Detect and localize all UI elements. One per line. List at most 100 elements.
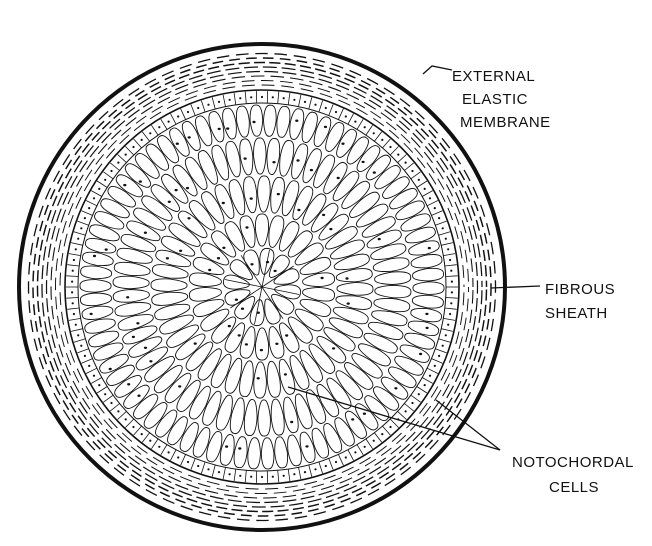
cell-wall xyxy=(309,97,312,109)
notochordal-cell xyxy=(288,435,302,466)
notochordal-cell xyxy=(373,387,398,411)
notochordal-cell xyxy=(375,166,401,189)
cell-nucleus xyxy=(93,255,96,257)
notochordal-cell xyxy=(155,304,190,320)
notochordal-cell xyxy=(160,315,194,334)
cell-nucleus xyxy=(109,368,112,370)
cell-nucleus xyxy=(397,154,399,156)
cell-nucleus xyxy=(207,104,209,106)
cell-wall xyxy=(67,265,79,266)
notochordal-cell xyxy=(303,273,335,287)
cell-nucleus xyxy=(428,247,431,249)
cell-wall xyxy=(441,243,453,246)
cell-nucleus xyxy=(351,418,354,420)
cell-wall xyxy=(417,181,427,188)
notochordal-cell xyxy=(189,273,221,287)
cell-wall xyxy=(348,114,354,125)
notochordal-cell xyxy=(329,318,362,338)
notochordal-cell xyxy=(223,108,237,139)
cell-nucleus xyxy=(450,270,452,272)
cell-wall xyxy=(446,298,458,299)
cell-wall xyxy=(66,276,78,277)
cell-nucleus xyxy=(345,456,347,458)
cell-wall xyxy=(390,419,398,428)
notochordal-cell xyxy=(337,129,357,157)
cell-wall xyxy=(398,411,407,419)
cell-nucleus xyxy=(290,421,293,423)
notochordal-cell xyxy=(193,300,224,317)
notochordal-cell xyxy=(365,396,389,421)
cell-nucleus xyxy=(329,228,332,230)
notochordal-cell xyxy=(279,221,299,251)
cell-nucleus xyxy=(438,217,440,219)
cell-nucleus xyxy=(244,157,247,159)
cell-nucleus xyxy=(229,99,231,101)
cell-wall xyxy=(212,465,215,477)
cell-nucleus xyxy=(296,159,299,161)
notochordal-cell xyxy=(234,437,247,468)
cell-wall xyxy=(435,349,446,353)
notochordal-cell xyxy=(156,410,177,437)
cell-nucleus xyxy=(378,238,381,240)
central-cell-wall xyxy=(255,287,263,324)
cell-nucleus xyxy=(125,154,127,156)
cell-wall xyxy=(77,349,88,353)
notochordal-cell xyxy=(198,151,217,185)
cell-wall xyxy=(110,163,119,171)
cell-nucleus xyxy=(125,418,127,420)
cell-wall xyxy=(299,467,301,479)
notochordal-cell xyxy=(372,311,407,326)
cell-wall xyxy=(71,243,83,246)
notochordal-cell xyxy=(330,240,364,259)
leader-line-notochordal-cells-2 xyxy=(436,400,500,450)
cell-nucleus xyxy=(321,277,324,279)
cell-wall xyxy=(161,119,167,129)
cell-wall xyxy=(383,139,391,148)
cell-wall xyxy=(374,132,381,142)
central-cell-wall xyxy=(225,280,262,288)
cell-wall xyxy=(366,125,373,135)
cell-wall xyxy=(86,201,97,206)
notochordal-cell xyxy=(303,287,335,301)
central-cell-wall xyxy=(262,250,270,287)
notochordal-cell xyxy=(220,434,234,465)
cell-wall xyxy=(74,232,86,235)
cell-wall xyxy=(82,211,93,216)
notochordal-cell xyxy=(116,175,143,197)
cell-wall xyxy=(417,387,427,394)
notochordal-cell xyxy=(288,231,312,257)
cell-nucleus xyxy=(345,277,348,279)
cell-nucleus xyxy=(418,179,420,181)
notochordal-cell xyxy=(345,411,366,438)
cell-wall xyxy=(439,339,451,342)
notochordal-cell xyxy=(314,117,331,147)
notochordal-cell xyxy=(375,285,411,298)
cell-wall xyxy=(427,201,438,206)
cell-wall xyxy=(91,191,102,197)
label-notochordal-cells: NOTOCHORDAL CELLS xyxy=(512,454,634,496)
cell-wall xyxy=(445,265,457,266)
cell-nucleus xyxy=(419,353,422,355)
cell-wall xyxy=(278,470,279,482)
cell-nucleus xyxy=(218,471,220,473)
cell-wall xyxy=(404,404,413,412)
cell-wall xyxy=(348,450,354,461)
cell-nucleus xyxy=(175,189,178,191)
notochordal-cell xyxy=(314,155,335,188)
notochordal-cell xyxy=(364,333,398,353)
notochordal-cell xyxy=(271,294,293,314)
notochordal-cell xyxy=(198,349,221,380)
notochordal-cell xyxy=(225,222,245,252)
notochordal-cell xyxy=(267,361,280,397)
cell-nucleus xyxy=(381,433,383,435)
cell-nucleus xyxy=(332,347,335,349)
notochordal-cell xyxy=(302,112,317,142)
cell-nucleus xyxy=(132,146,134,148)
cell-nucleus xyxy=(261,96,263,98)
notochordal-cell xyxy=(169,223,200,246)
cell-nucleus xyxy=(295,120,298,122)
notochordal-cell xyxy=(290,355,309,389)
cell-wall xyxy=(110,404,119,412)
notochordal-cell xyxy=(277,106,290,137)
notochordal-cell xyxy=(258,176,271,212)
